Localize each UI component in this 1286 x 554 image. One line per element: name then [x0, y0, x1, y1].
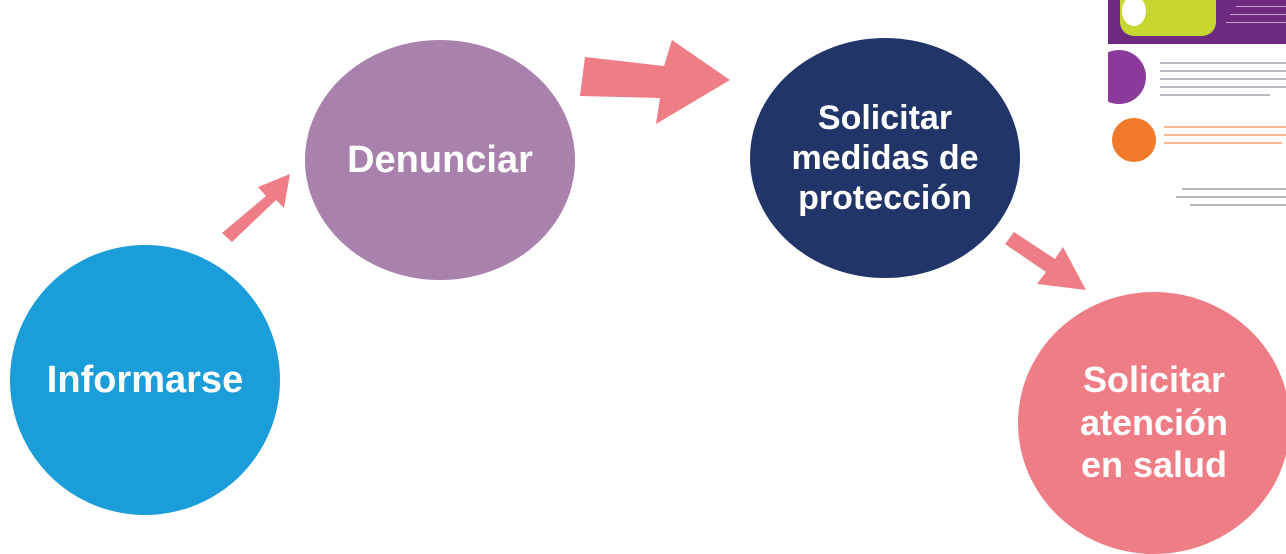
- step-label: Denunciar: [347, 138, 533, 181]
- infographic-header-band: [1108, 0, 1286, 44]
- step-solicitar-medidas-de-proteccion: Solicitar medidas de protección: [750, 38, 1020, 278]
- step-denunciar: Denunciar: [305, 40, 575, 280]
- step-label: Informarse: [46, 358, 244, 401]
- infographic-orange-icon: [1112, 118, 1156, 162]
- step-solicitar-atencion-en-salud: Solicitar atención en salud: [1018, 292, 1286, 554]
- arrow-medidas-to-salud: [1005, 232, 1086, 290]
- arrow-denunciar-to-medidas: [580, 40, 730, 124]
- infographic-fragment: [1108, 0, 1286, 254]
- step-label: Solicitar atención en salud: [1079, 359, 1229, 486]
- infographic-purple-icon: [1108, 50, 1146, 104]
- alert-icon: [1122, 0, 1146, 26]
- step-label: Solicitar medidas de protección: [791, 98, 979, 218]
- arrow-informarse-to-denunciar: [222, 174, 290, 242]
- step-informarse: Informarse: [10, 245, 280, 515]
